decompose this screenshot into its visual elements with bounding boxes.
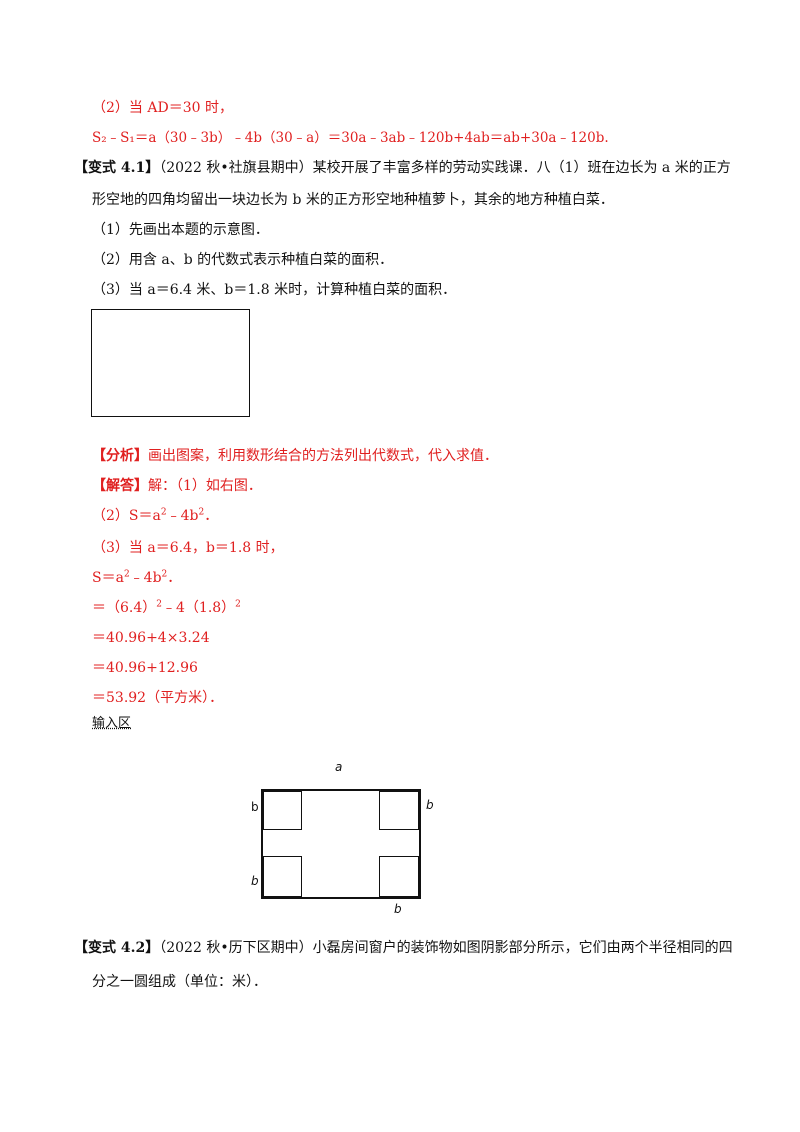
- outer-square: [261, 789, 421, 899]
- problem-42-source: （2022 秋•历下区期中）: [159, 940, 313, 956]
- problem-41-line2: 形空地的四角均留出一块边长为 b 米的正方形空地种植萝卜，其余的地方种植白菜．: [92, 192, 614, 208]
- answer-line: 【解答】解：（1）如右图．: [92, 476, 262, 496]
- answer-eq2: ＝（6.4）2﹣4（1.8）2: [92, 598, 241, 618]
- analysis-tag: 【分析】: [92, 448, 148, 464]
- sup-2: 2: [235, 599, 241, 610]
- sup-2: 2: [160, 507, 167, 518]
- corner-square-top-right: [379, 791, 419, 830]
- square-figure: a b b b b: [240, 752, 450, 918]
- problem-41-text1: 某校开展了丰富多样的劳动实践课．八（1）班在边长为 a 米的正方: [312, 160, 731, 176]
- sup-2: 2: [123, 569, 130, 580]
- sup-2: 2: [156, 599, 162, 610]
- problem-41-tag: 【变式 4.1】: [74, 160, 160, 176]
- label-left-bottom-b: b: [251, 874, 259, 888]
- step2-part-b: ﹣4b: [166, 508, 199, 524]
- corner-square-bottom-left: [263, 856, 302, 897]
- answer-eq4: ＝40.96+12.96: [92, 660, 198, 676]
- part2-formula: S₂﹣S₁＝a（30﹣3b）﹣4b（30﹣a）＝30a﹣3ab﹣120b+4ab…: [92, 130, 609, 146]
- sup-2: 2: [198, 507, 205, 518]
- analysis-text: 画出图案，利用数形结合的方法列出代数式，代入求值．: [148, 448, 498, 464]
- answer-step3: （3）当 a＝6.4，b＝1.8 时，: [92, 540, 284, 556]
- problem-41-q2: （2）用含 a、b 的代数式表示种植白菜的面积．: [92, 252, 394, 268]
- label-right-top-b: b: [426, 798, 434, 812]
- problem-42-tag: 【变式 4.2】: [74, 940, 160, 956]
- sketch-box: [91, 309, 250, 417]
- problem-42-line1: 【变式 4.2】（2022 秋•历下区期中）小磊房间窗户的装饰物如图阴影部分所示…: [74, 938, 733, 958]
- eq2-part-a: ＝（6.4）: [92, 600, 157, 616]
- problem-42-line2: 分之一圆组成（单位：米）．: [92, 974, 267, 990]
- problem-41-line1: 【变式 4.1】（2022 秋•社旗县期中）某校开展了丰富多样的劳动实践课．八（…: [74, 158, 731, 178]
- problem-42-text1: 小磊房间窗户的装饰物如图阴影部分所示，它们由两个半径相同的四: [312, 940, 733, 956]
- label-top-a: a: [335, 760, 343, 774]
- corner-square-bottom-right: [379, 856, 419, 897]
- answer-text: 解：（1）如右图．: [148, 478, 262, 494]
- input-area-label: 输入区: [92, 716, 132, 731]
- eq2-part-b: ﹣4（1.8）: [162, 600, 236, 616]
- step2-part-a: （2）S＝a: [92, 508, 161, 524]
- problem-41-source: （2022 秋•社旗县期中）: [159, 160, 313, 176]
- eq1-part-b: ﹣4b: [129, 570, 162, 586]
- problem-41-q3: （3）当 a＝6.4 米、b＝1.8 米时，计算种植白菜的面积．: [92, 282, 457, 298]
- corner-square-top-left: [263, 791, 302, 830]
- answer-tag: 【解答】: [92, 478, 148, 494]
- sup-2: 2: [161, 569, 168, 580]
- answer-eq3: ＝40.96+4×3.24: [92, 630, 210, 646]
- eq1-part-a: S＝a: [92, 570, 124, 586]
- label-bottom-b: b: [394, 902, 402, 916]
- label-left-top-b: b: [251, 800, 259, 814]
- analysis-line: 【分析】画出图案，利用数形结合的方法列出代数式，代入求值．: [92, 446, 498, 466]
- part2-condition: （2）当 AD＝30 时，: [92, 100, 233, 116]
- problem-41-q1: （1）先画出本题的示意图．: [92, 222, 269, 238]
- step2-part-c: ．: [204, 508, 219, 524]
- eq1-part-c: ．: [167, 570, 182, 586]
- answer-eq1: S＝a2﹣4b2．: [92, 568, 181, 588]
- answer-eq5: ＝53.92（平方米）．: [92, 690, 224, 706]
- answer-step2: （2）S＝a2﹣4b2．: [92, 506, 218, 526]
